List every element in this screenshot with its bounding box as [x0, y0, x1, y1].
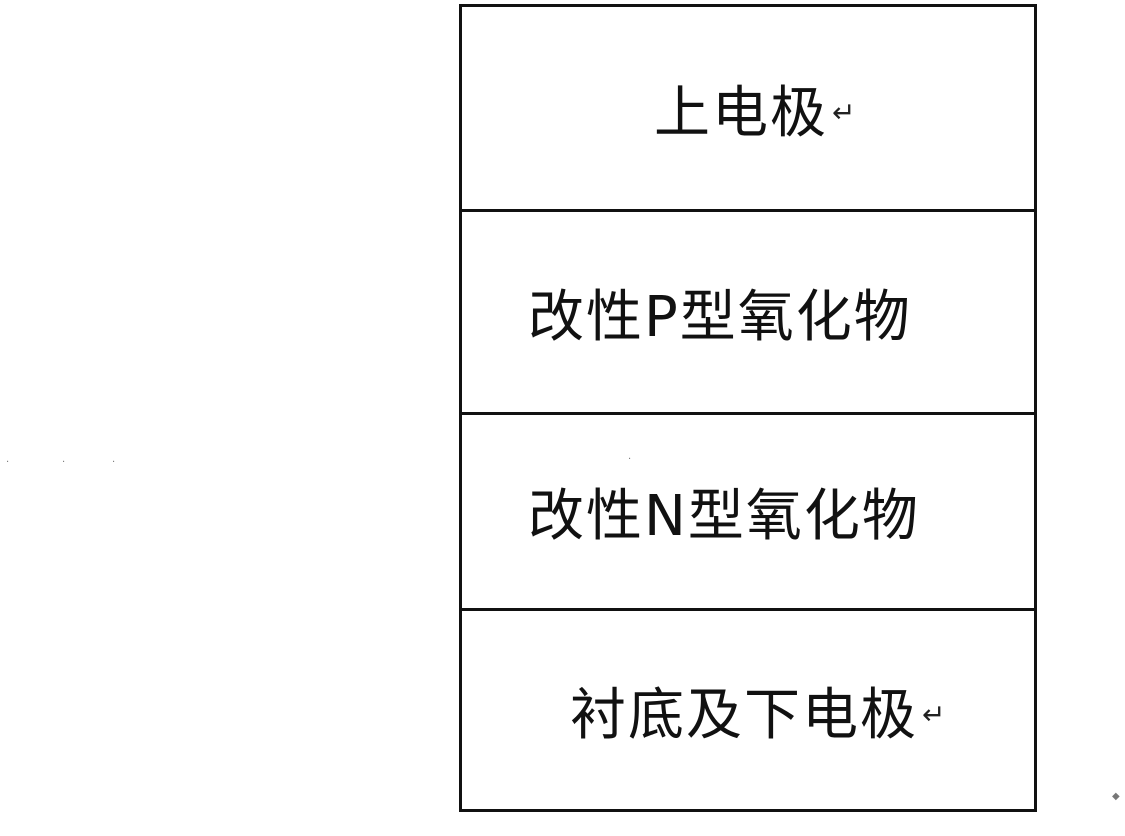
paragraph-mark-icon: ↵ — [832, 96, 857, 129]
scan-speck: · — [112, 458, 115, 468]
scan-speck: · — [62, 458, 65, 468]
scan-speck: · — [6, 458, 9, 468]
p-type-oxide-layer: 改性P型氧化物 — [462, 209, 1034, 412]
n-type-oxide-label: 改性N型氧化物 — [528, 471, 920, 552]
substrate-bottom-electrode-layer: 衬底及下电极↵ — [462, 608, 1034, 809]
layer-stack-diagram: 上电极↵ 改性P型氧化物 改性N型氧化物 衬底及下电极↵ — [459, 4, 1037, 812]
substrate-bottom-electrode-label: 衬底及下电极 — [570, 670, 918, 751]
p-type-oxide-label: 改性P型氧化物 — [528, 272, 912, 353]
scan-speck: · — [628, 455, 631, 465]
top-electrode-layer: 上电极↵ — [462, 7, 1034, 209]
top-electrode-label: 上电极 — [654, 68, 828, 149]
n-type-oxide-layer: 改性N型氧化物 — [462, 412, 1034, 608]
scan-speck: ◆ — [1112, 792, 1120, 802]
paragraph-mark-icon: ↵ — [922, 698, 947, 731]
